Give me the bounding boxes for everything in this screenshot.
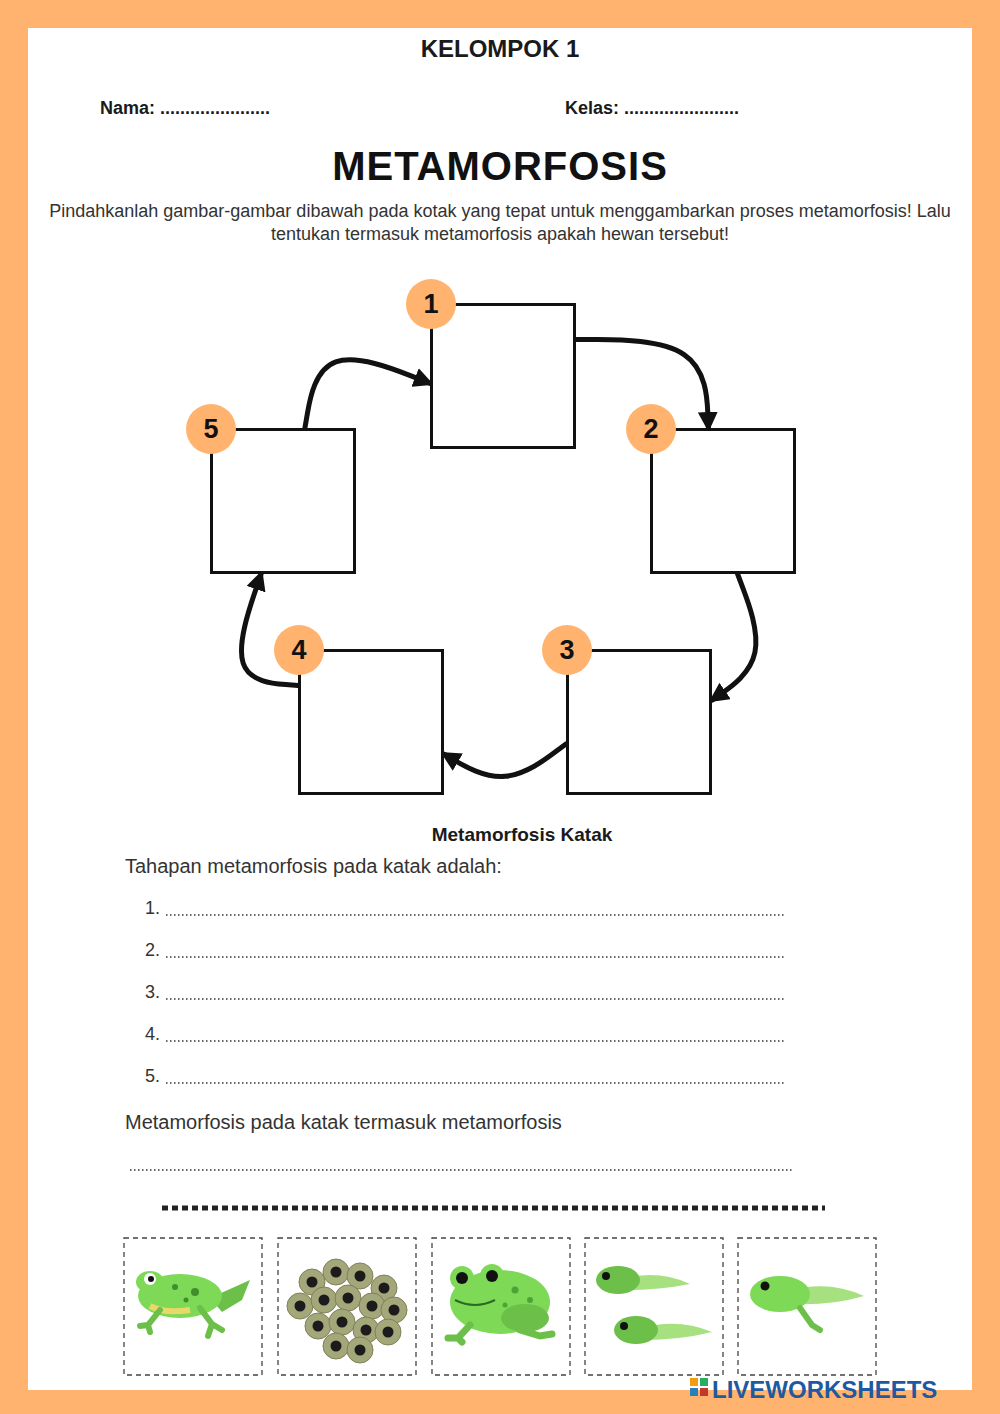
- froglet-picture: [136, 1271, 250, 1336]
- callout-number: 5: [186, 404, 236, 454]
- cycle-arrow: [444, 744, 566, 777]
- cycle-arrow: [712, 574, 756, 700]
- answer-number: 1.: [145, 897, 160, 920]
- answer-number: 2.: [145, 939, 160, 962]
- question-text: Metamorfosis pada katak termasuk metamor…: [125, 1110, 562, 1135]
- answer-number: 3.: [145, 981, 160, 1004]
- watermark-text: LIVEWORKSHEETS: [712, 1375, 937, 1405]
- watermark-logo: [690, 1378, 708, 1396]
- callout-number: 2: [626, 404, 676, 454]
- diagram-caption: Metamorfosis Katak: [300, 823, 744, 847]
- group-heading: KELOMPOK 1: [300, 34, 700, 64]
- stage-box: 5: [210, 428, 356, 574]
- frog-picture: [448, 1264, 552, 1342]
- egg-cluster-picture: [287, 1259, 407, 1363]
- cycle-arrow: [305, 360, 430, 428]
- answer-number: 4.: [145, 1023, 160, 1046]
- callout-number: 3: [542, 625, 592, 675]
- cut-separator: [162, 1206, 825, 1211]
- worksheet-title: METAMORFOSIS: [0, 144, 1000, 189]
- callout-number: 1: [406, 279, 456, 329]
- tadpole-legs-picture: [750, 1276, 864, 1330]
- answer-number: 5.: [145, 1065, 160, 1088]
- tadpoles-picture: [596, 1266, 712, 1344]
- name-field: Nama: ......................: [100, 97, 270, 120]
- stage-box: 1: [430, 303, 576, 449]
- white-panel: [28, 28, 972, 1390]
- stage-box: 4: [298, 649, 444, 795]
- callout-number: 4: [274, 625, 324, 675]
- stage-box: 2: [650, 428, 796, 574]
- stage-box: 3: [566, 649, 712, 795]
- question-text: Tahapan metamorfosis pada katak adalah:: [125, 854, 502, 879]
- class-field: Kelas: .......................: [565, 97, 739, 120]
- cut-boxes: [124, 1238, 876, 1375]
- instruction-text: Pindahkanlah gambar-gambar dibawah pada …: [45, 200, 955, 245]
